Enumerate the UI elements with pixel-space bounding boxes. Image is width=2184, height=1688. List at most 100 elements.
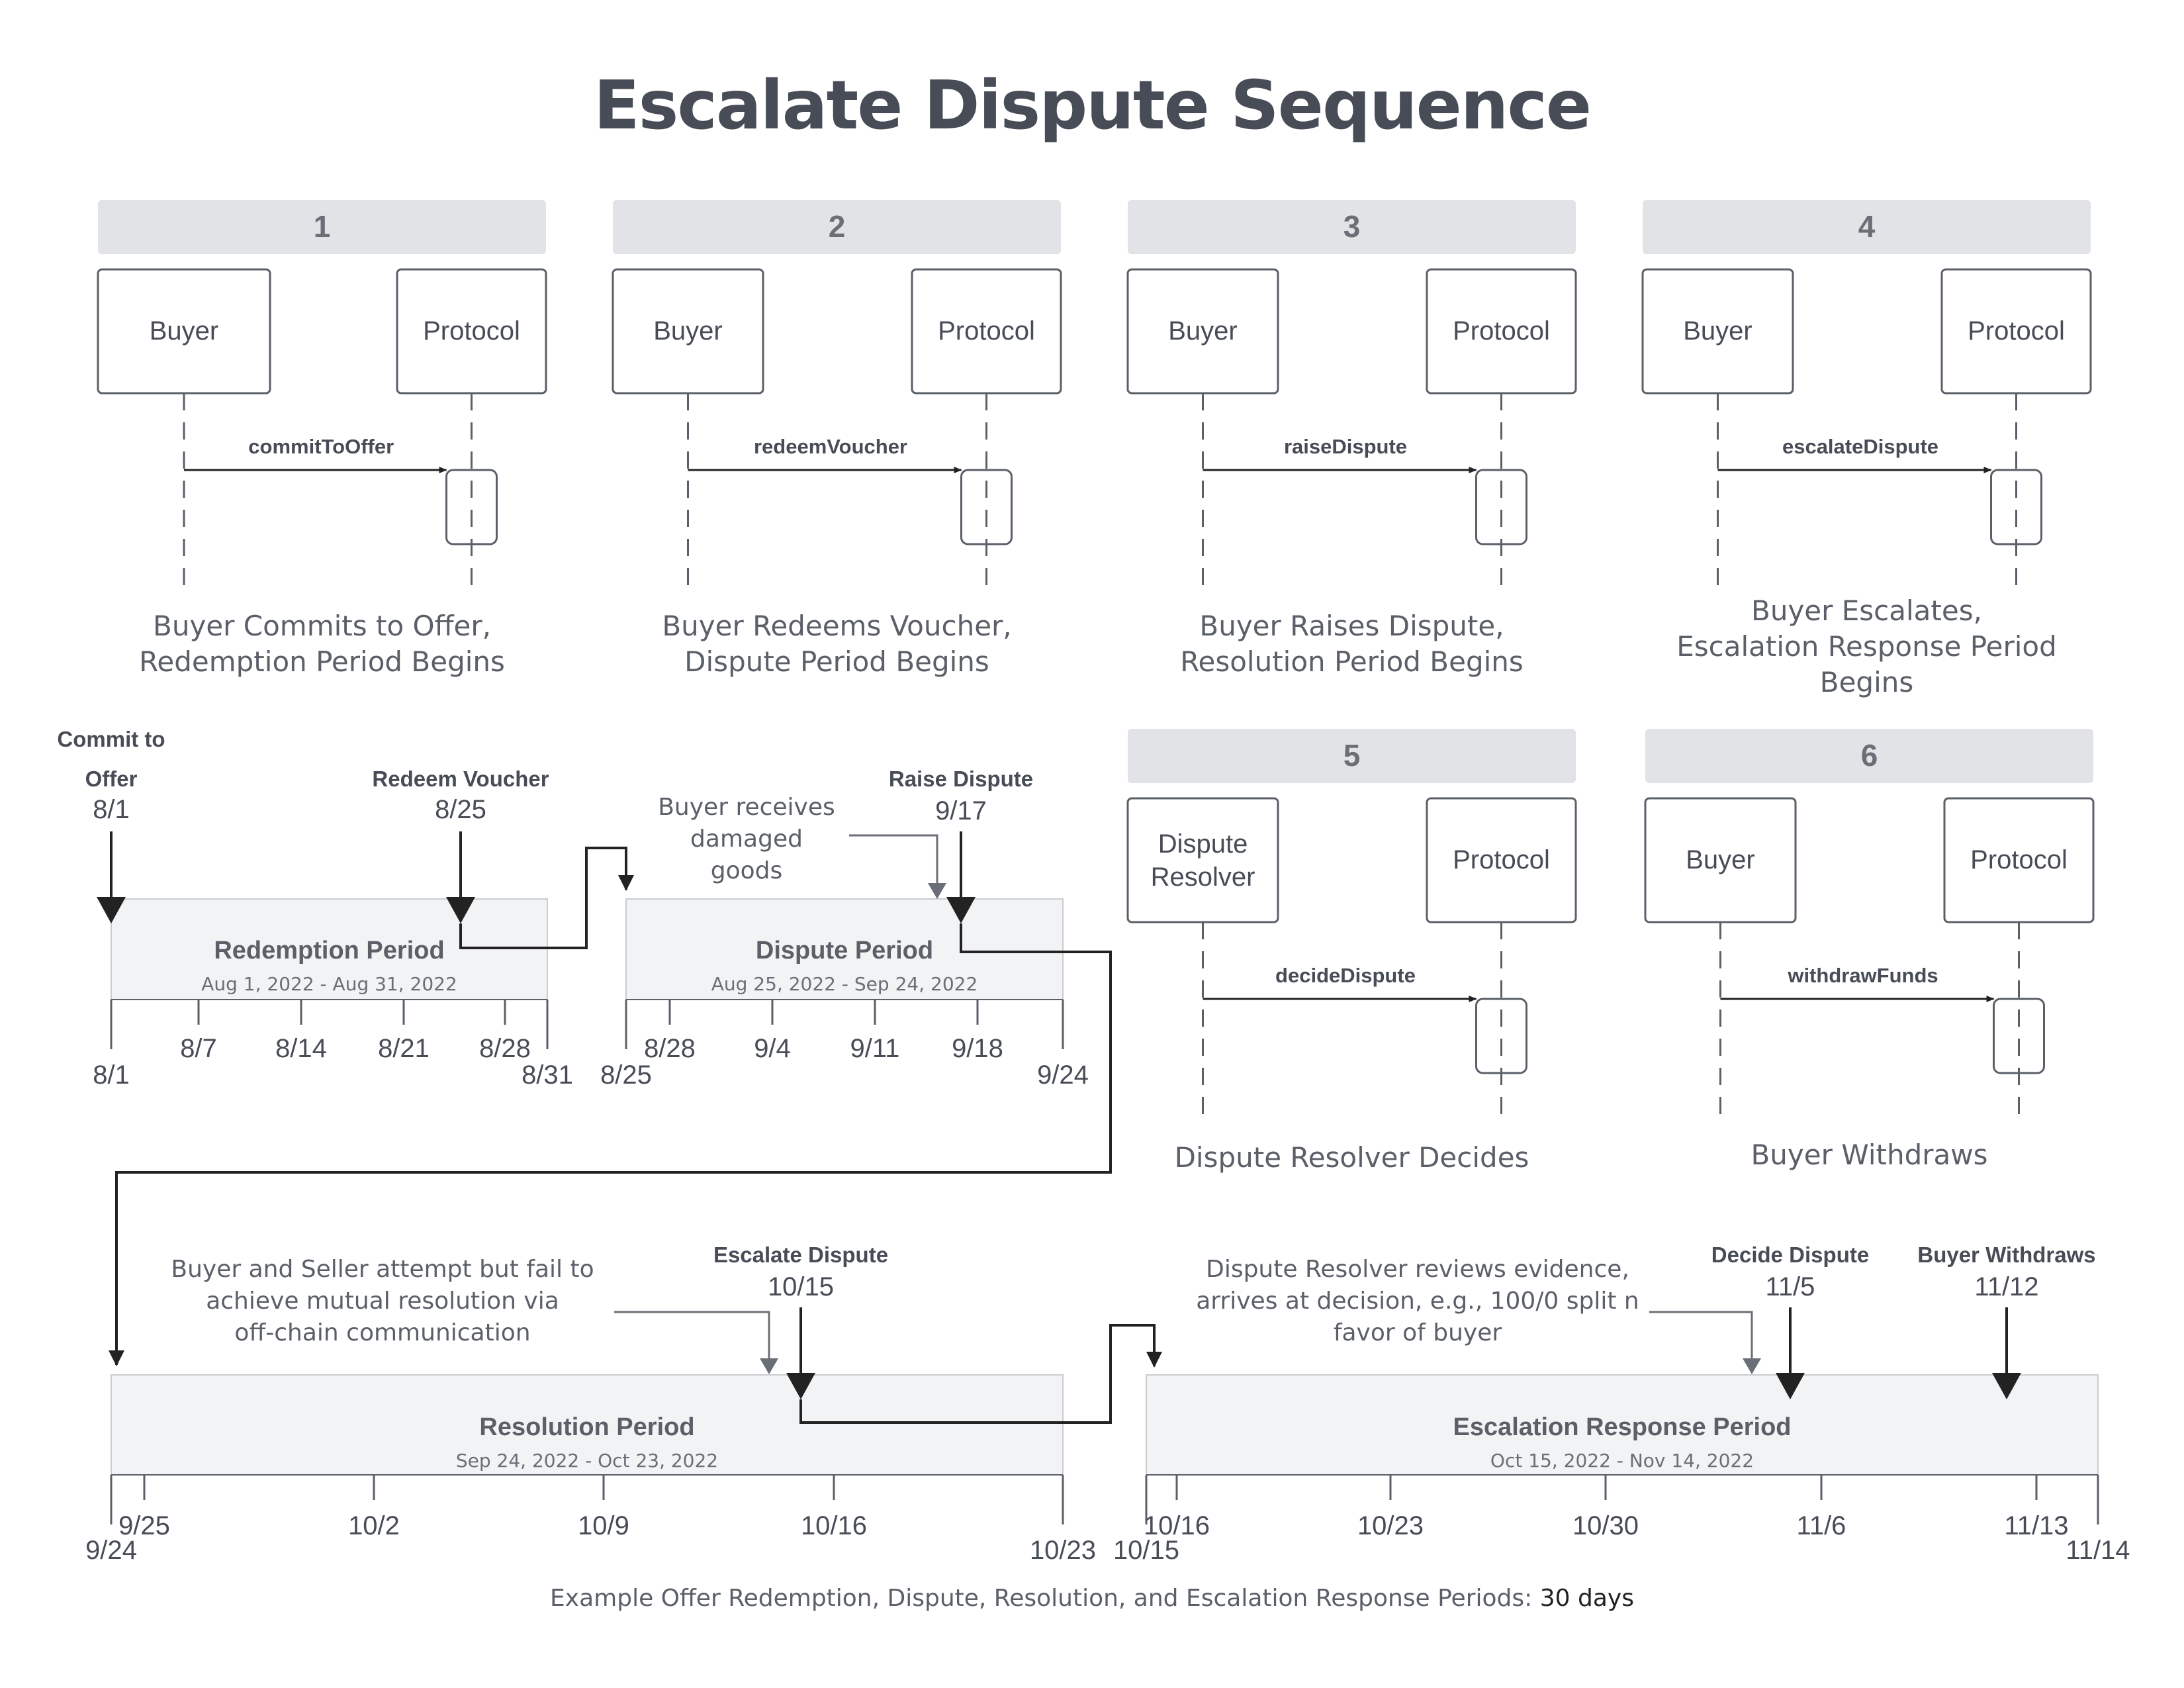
step-header xyxy=(1128,729,1576,783)
message-label: withdrawFunds xyxy=(1787,964,1938,987)
event-label: Commit to xyxy=(57,727,165,751)
activation-box xyxy=(1475,469,1527,545)
step-header xyxy=(1645,729,2093,783)
participant-left-label: Buyer xyxy=(150,316,219,346)
step-header xyxy=(1128,200,1576,254)
axis-tick-label: 9/11 xyxy=(850,1034,900,1063)
event-arrow-head xyxy=(1776,1373,1805,1399)
event-date: 8/25 xyxy=(435,795,486,824)
note-line: favor of buyer xyxy=(1334,1319,1502,1346)
participant-right-label: Protocol xyxy=(1453,845,1550,874)
step-header xyxy=(613,200,1061,254)
participant-left-label: Buyer xyxy=(1168,316,1238,346)
step-number: 2 xyxy=(829,209,846,244)
event-arrow-head xyxy=(786,1373,815,1399)
note-line: Dispute Resolver reviews evidence, xyxy=(1206,1256,1629,1283)
event-date: 8/1 xyxy=(93,795,130,824)
message-label: redeemVoucher xyxy=(754,435,907,458)
axis-end-label: 11/14 xyxy=(2066,1536,2130,1565)
step-number: 6 xyxy=(1861,738,1878,773)
period-range: Oct 15, 2022 - Nov 14, 2022 xyxy=(1490,1450,1754,1472)
axis-tick-label: 8/28 xyxy=(644,1034,696,1063)
activation-box xyxy=(1993,998,2045,1074)
footer-caption: Example Offer Redemption, Dispute, Resol… xyxy=(550,1585,1634,1612)
step-caption-line: Buyer Withdraws xyxy=(1751,1139,1987,1171)
axis-end-label: 10/23 xyxy=(1030,1536,1096,1565)
axis-tick-label: 8/28 xyxy=(479,1034,531,1063)
note-line: off-chain communication xyxy=(234,1319,530,1346)
axis-tick-label: 9/25 xyxy=(118,1511,170,1540)
footer-value: 30 days xyxy=(1540,1585,1634,1612)
axis-tick-label: 8/7 xyxy=(180,1034,217,1063)
axis-tick-label: 10/16 xyxy=(1144,1511,1210,1540)
annotation-note-3: Dispute Resolver reviews evidence,arrive… xyxy=(1196,1256,1761,1374)
step-number: 1 xyxy=(314,209,331,244)
activation-box xyxy=(1475,998,1527,1074)
axis-tick-label: 8/21 xyxy=(378,1034,430,1063)
connector-resolution-to-escalation xyxy=(799,1324,1162,1424)
axis-tick-label: 10/16 xyxy=(801,1511,867,1540)
axis-tick-label: 11/13 xyxy=(2004,1511,2068,1540)
axis-start-label: 8/1 xyxy=(93,1060,130,1090)
period-bar xyxy=(111,1374,1064,1476)
step-header xyxy=(98,200,546,254)
page-title: Escalate Dispute Sequence xyxy=(593,66,1592,145)
activation-box xyxy=(1990,469,2042,545)
event-label: Escalate Dispute xyxy=(713,1243,888,1267)
annotation-note-2: Buyer and Seller attempt but fail toachi… xyxy=(171,1256,778,1374)
step-caption: Buyer Redeems Voucher,Dispute Period Beg… xyxy=(662,610,1011,678)
participant-right-label: Protocol xyxy=(938,316,1035,346)
period-connectors xyxy=(109,847,1162,1424)
activation-box xyxy=(960,469,1013,545)
step-caption-line: Begins xyxy=(1820,666,1913,698)
participant-left-label-line: Dispute xyxy=(1158,829,1248,859)
message-label: commitToOffer xyxy=(248,435,394,458)
event-date: 11/5 xyxy=(1766,1272,1815,1301)
period-title: Redemption Period xyxy=(214,937,444,964)
period-title: Dispute Period xyxy=(756,937,933,964)
message-label: raiseDispute xyxy=(1284,435,1407,458)
step-number: 5 xyxy=(1343,738,1361,773)
participant-left-label-line: Resolver xyxy=(1151,863,1255,892)
axis-tick-label: 9/18 xyxy=(952,1034,1003,1063)
note-line: Buyer and Seller attempt but fail to xyxy=(171,1256,594,1283)
step-caption-line: Buyer Redeems Voucher, xyxy=(662,610,1011,642)
event-arrow-head xyxy=(97,897,126,923)
step-header xyxy=(1643,200,2091,254)
axis-tick-label: 9/4 xyxy=(754,1034,791,1063)
activation-box xyxy=(445,469,498,545)
axis-end-label: 9/24 xyxy=(1037,1060,1089,1090)
note-line: goods xyxy=(711,857,783,884)
step-caption: Buyer Withdraws xyxy=(1751,1139,1987,1171)
period-title: Escalation Response Period xyxy=(1453,1413,1791,1441)
note-arrow xyxy=(849,834,946,899)
participant-right-label: Protocol xyxy=(423,316,520,346)
axis-tick-label: 10/30 xyxy=(1572,1511,1639,1540)
event-arrow-head xyxy=(1992,1373,2021,1399)
period-range: Aug 1, 2022 - Aug 31, 2022 xyxy=(201,973,457,995)
axis-start-label: 10/15 xyxy=(1113,1536,1179,1565)
message-label: decideDispute xyxy=(1275,964,1416,987)
connector-dispute-to-resolution xyxy=(109,923,1112,1366)
step-number: 4 xyxy=(1858,209,1876,244)
period-title: Resolution Period xyxy=(479,1413,694,1441)
axis-start-label: 9/24 xyxy=(85,1536,137,1565)
participant-left-label: Buyer xyxy=(653,316,723,346)
period-bar xyxy=(1146,1374,2099,1476)
axis-end-label: 8/31 xyxy=(522,1060,573,1090)
event-date: 10/15 xyxy=(768,1272,834,1301)
